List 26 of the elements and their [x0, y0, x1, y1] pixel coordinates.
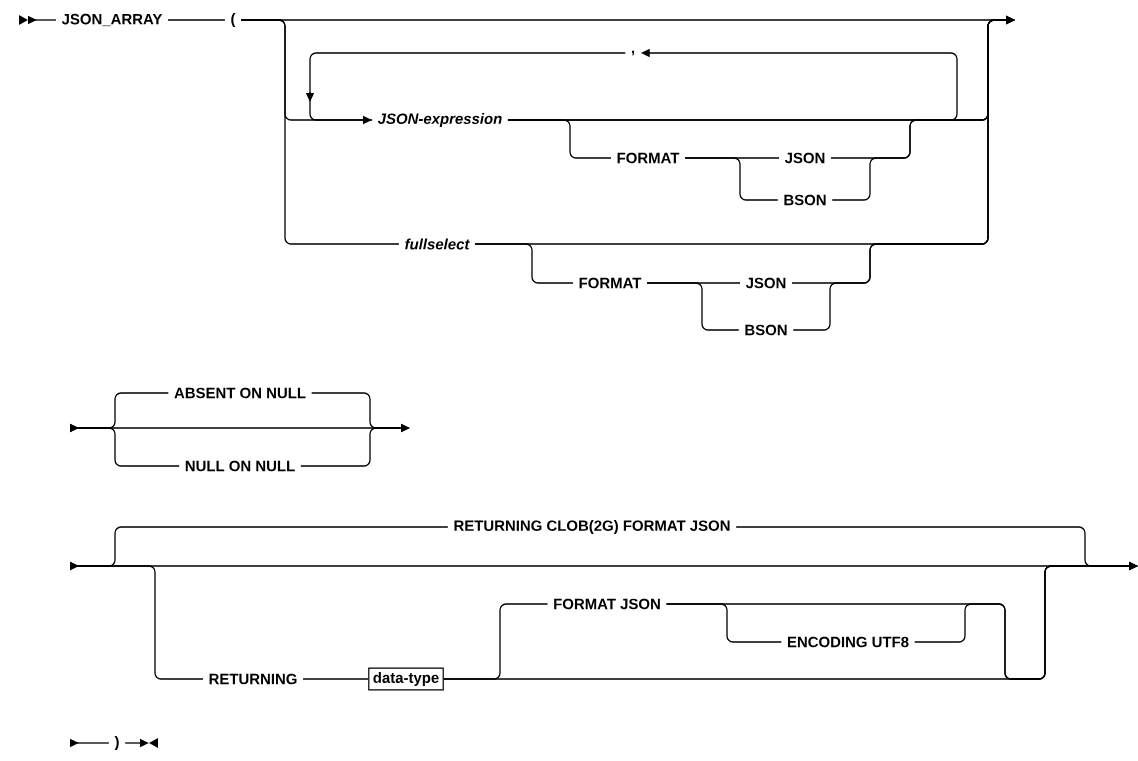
keyword: BSON — [745, 324, 787, 336]
keyword: JSON_ARRAY — [61, 13, 163, 27]
keyword: RETURNING CLOB(2G) FORMAT JSON — [454, 520, 730, 534]
separator-comma: , — [631, 50, 635, 56]
keyword: RETURNING — [209, 673, 297, 685]
track-line — [167, 19, 226, 21]
keyword: FORMAT — [617, 152, 680, 164]
keyword: JSON — [745, 277, 786, 289]
track-line — [792, 15, 1015, 331]
track-line — [914, 561, 1138, 680]
track-line — [302, 678, 369, 680]
keyword: ENCODING UTF8 — [788, 636, 909, 648]
variable-box: data-type — [368, 667, 444, 691]
track-line — [684, 157, 779, 201]
parenthesis: ( — [231, 13, 236, 27]
variable-label: JSON-expression — [377, 113, 502, 127]
keyword: NULL ON NULL — [185, 460, 295, 472]
keyword: ABSENT ON NULL — [174, 387, 306, 399]
track-line — [646, 282, 740, 331]
variable-label: fullselect — [405, 238, 470, 250]
track-line — [300, 423, 410, 467]
keyword: BSON — [784, 194, 826, 206]
keyword: JSON — [784, 152, 825, 164]
keyword: FORMAT — [579, 277, 642, 289]
keyword: FORMAT JSON — [554, 598, 660, 610]
parenthesis: ) — [114, 736, 119, 750]
